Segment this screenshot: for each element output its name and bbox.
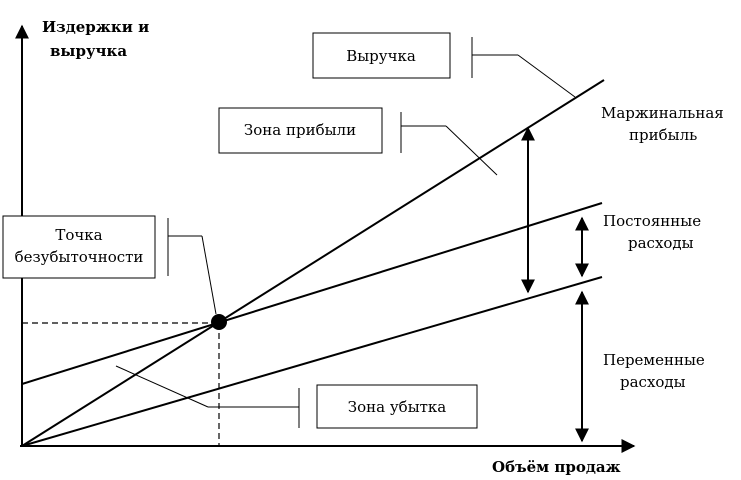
profit-zone-box-label: Зона прибыли (244, 121, 356, 139)
breakeven-callout-line (201, 235, 217, 315)
profit-zone-box (218, 107, 383, 154)
loss-zone-callout-line (115, 365, 209, 408)
total-cost-line (21, 202, 603, 385)
margin-profit-label-line2: прибыль (629, 126, 697, 144)
variable-cost-line (21, 276, 603, 447)
y-axis-label-line1: Издержки и (42, 18, 149, 36)
breakeven-box-label-line2: безубыточности (15, 248, 144, 266)
margin-profit-label-line1: Маржинальная (601, 104, 724, 122)
revenue-box (312, 32, 451, 79)
loss-zone-box-label: Зона убытка (348, 398, 447, 416)
revenue-line (21, 79, 605, 447)
breakeven-point (211, 314, 227, 330)
breakeven-box-label-line1: Точка (55, 226, 102, 244)
fixed-costs-label-line2: расходы (628, 234, 694, 252)
revenue-box-label: Выручка (346, 47, 416, 65)
variable-costs-label-line2: расходы (620, 373, 686, 391)
variable-costs-label-line1: Переменные (603, 351, 705, 369)
fixed-costs-label-line1: Постоянные (603, 212, 701, 230)
breakeven-box (2, 215, 156, 279)
x-axis-label: Объём продаж (492, 458, 621, 476)
loss-zone-box (316, 384, 478, 429)
revenue-callout-line (517, 54, 576, 98)
y-axis-label-line2: выручка (50, 42, 127, 60)
profit-zone-callout-line (445, 125, 498, 176)
